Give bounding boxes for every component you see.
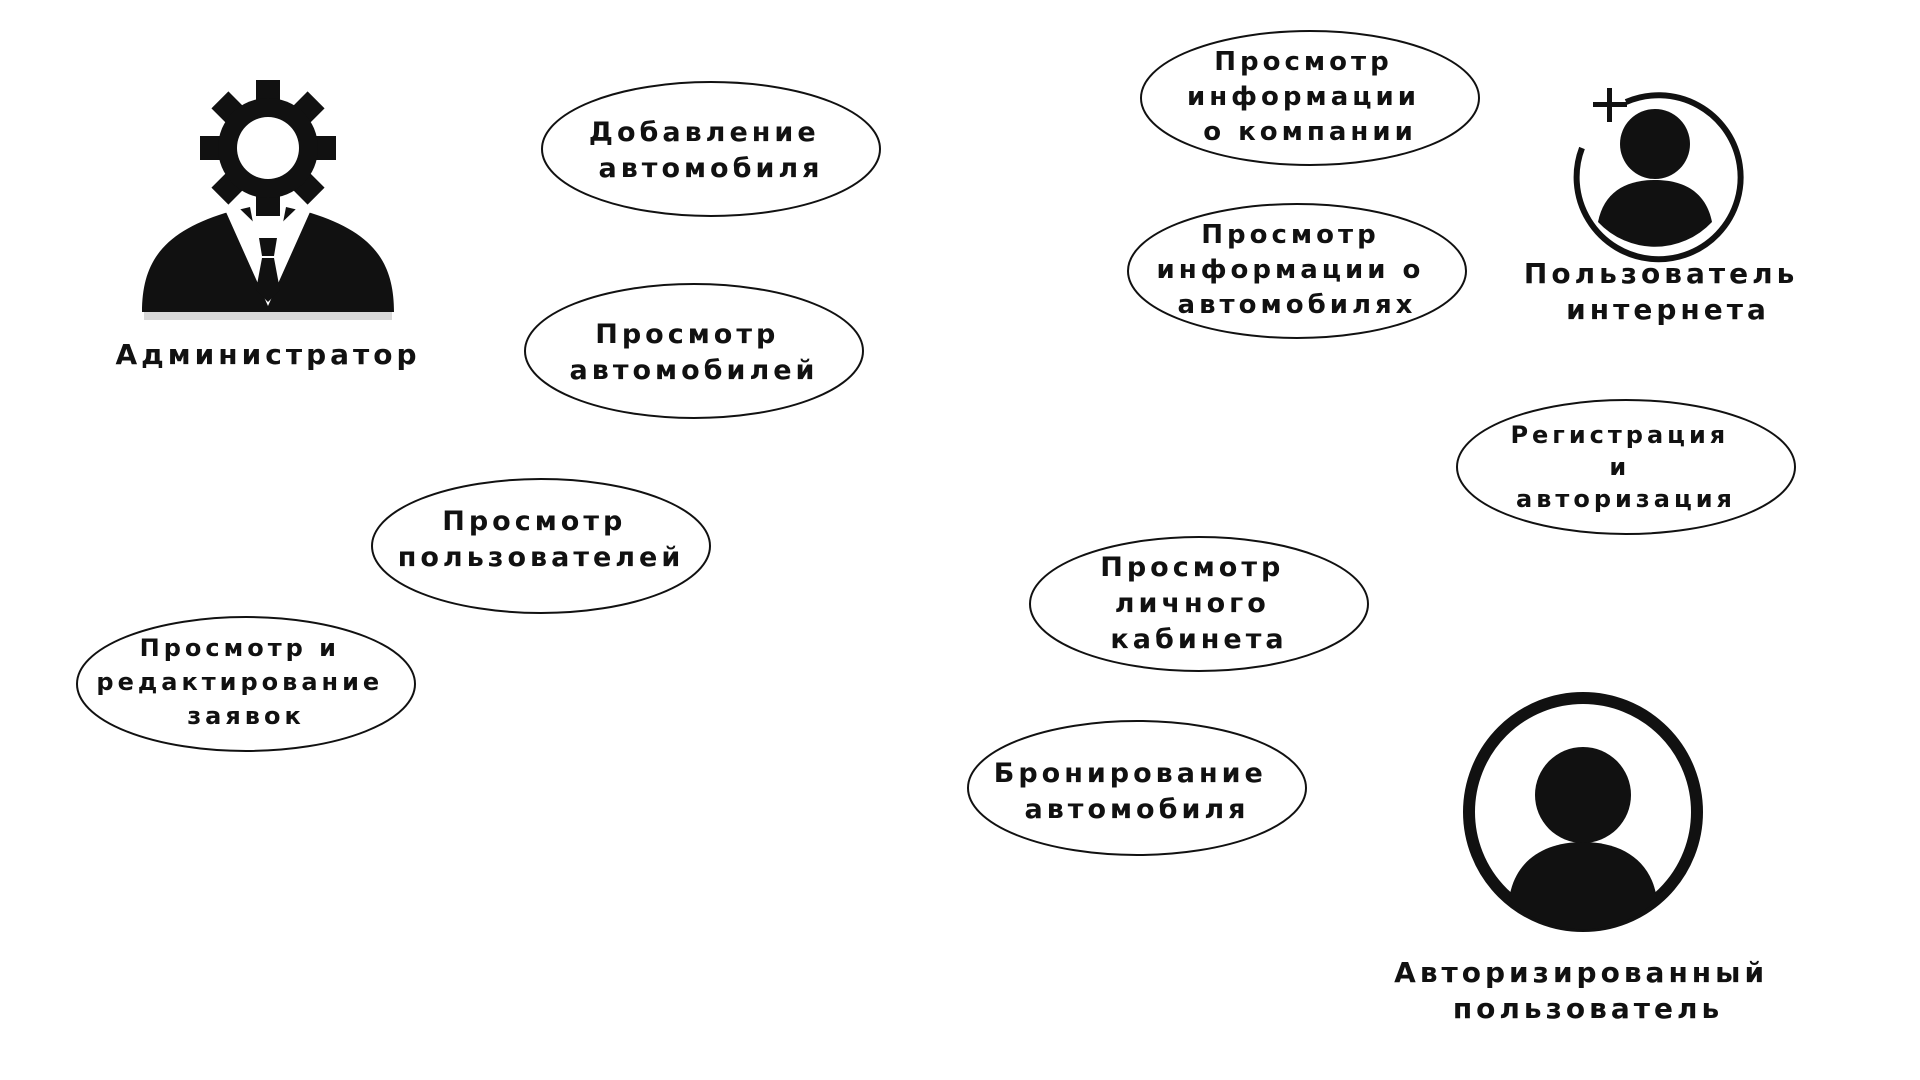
usecase-view-account-text: Просмотр личного кабинета <box>1100 552 1297 655</box>
usecase-line: о компании <box>1203 117 1417 147</box>
authorized-user-label-line: Авторизированный <box>1394 956 1768 989</box>
usecase-line: заявок <box>187 702 305 730</box>
internet-user-label-line: Пользователь <box>1524 257 1798 290</box>
usecase-add-car-text: Добавление автомобиля <box>589 117 833 184</box>
usecase-line: информации о <box>1157 255 1425 285</box>
usecase-book-car: Бронирование автомобиля <box>967 720 1307 856</box>
usecase-line: автомобиля <box>598 153 823 184</box>
usecase-register-login-text: Регистрация и авторизация <box>1510 421 1741 513</box>
usecase-line: Просмотр <box>1214 47 1392 77</box>
usecase-view-account: Просмотр личного кабинета <box>1029 536 1369 672</box>
usecase-line: информации <box>1187 82 1420 112</box>
usecase-line: Просмотр и <box>140 634 340 662</box>
usecase-line: Просмотр <box>442 506 626 537</box>
admin-label: Администратор <box>115 338 420 371</box>
usecase-line: автомобиля <box>1024 794 1249 825</box>
usecase-line: авторизация <box>1516 485 1736 513</box>
usecase-line: Просмотр <box>1100 552 1284 583</box>
usecase-register-login: Регистрация и авторизация <box>1456 399 1796 535</box>
admin-label-line: Администратор <box>115 338 420 371</box>
authorized-user-label: Авторизированный пользователь <box>1394 956 1782 1025</box>
usecase-line: Регистрация <box>1510 421 1729 449</box>
internet-user-label-line: интернета <box>1566 293 1770 326</box>
usecase-line: Бронирование <box>994 758 1267 789</box>
add-user-icon <box>1573 88 1744 263</box>
usecase-view-users: Просмотр пользователей <box>371 478 711 614</box>
usecase-view-company-info: Просмотр информации о компании <box>1140 30 1480 166</box>
usecase-line: Просмотр <box>595 319 779 350</box>
usecase-line: и <box>1609 453 1630 481</box>
usecase-view-users-text: Просмотр пользователей <box>398 506 685 573</box>
authorized-user-label-line: пользователь <box>1453 992 1723 1025</box>
usecase-view-company-info-text: Просмотр информации о компании <box>1187 47 1433 147</box>
usecase-line: редактирование <box>96 668 383 696</box>
internet-user-label: Пользователь интернета <box>1524 257 1812 326</box>
user-circle-icon <box>1463 692 1703 932</box>
usecase-line: Просмотр <box>1201 220 1379 250</box>
usecase-view-cars-text: Просмотр автомобилей <box>570 319 819 386</box>
usecase-line: автомобилях <box>1178 290 1417 320</box>
usecase-view-cars: Просмотр автомобилей <box>524 283 864 419</box>
usecase-view-cars-info-text: Просмотр информации о автомобилях <box>1157 220 1438 320</box>
usecase-line: автомобилей <box>570 355 819 386</box>
usecase-book-car-text: Бронирование автомобиля <box>994 758 1281 825</box>
usecase-view-cars-info: Просмотр информации о автомобилях <box>1127 203 1467 339</box>
usecase-view-edit-requests: Просмотр и редактирование заявок <box>76 616 416 752</box>
usecase-line: пользователей <box>398 542 685 573</box>
usecase-add-car: Добавление автомобиля <box>541 81 881 217</box>
admin-gear-person-icon <box>142 80 394 320</box>
usecase-view-edit-requests-text: Просмотр и редактирование заявок <box>96 634 395 730</box>
usecase-line: личного <box>1115 588 1270 619</box>
usecase-line: кабинета <box>1110 624 1287 655</box>
usecase-line: Добавление <box>589 117 820 148</box>
